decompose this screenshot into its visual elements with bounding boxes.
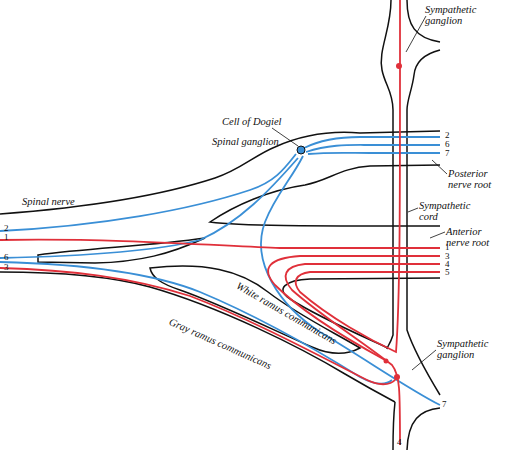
callout-number: 7 xyxy=(442,400,447,409)
leader-line xyxy=(432,160,447,174)
callout-number: 1 xyxy=(445,243,450,252)
red-fibre xyxy=(0,240,440,248)
nerve-outline xyxy=(283,278,440,348)
callout-number: 1 xyxy=(4,233,9,242)
blue-fibre xyxy=(0,154,296,231)
part-label: Sympathetic cord xyxy=(419,200,489,222)
nerve-outline xyxy=(210,165,440,226)
red-fibre xyxy=(0,268,396,384)
blue-fibre xyxy=(308,153,440,154)
red-fibre xyxy=(296,70,440,352)
cord-outline xyxy=(381,0,393,348)
callout-number: 6 xyxy=(445,140,450,149)
blue-fibre xyxy=(304,137,440,148)
part-label: Spinal ganglion xyxy=(212,136,302,147)
nerve-outlines xyxy=(0,0,440,450)
leader-line xyxy=(406,16,426,52)
ganglion-cell xyxy=(384,359,389,364)
blue-fibre xyxy=(0,158,298,258)
part-label: Spinal nerve xyxy=(22,196,102,207)
dogiel-cell xyxy=(297,146,305,154)
part-label: Anterior nerve root xyxy=(446,226,506,248)
part-label: Posterior nerve root xyxy=(448,168,506,190)
part-label: Sympathetic ganglion xyxy=(437,338,507,360)
leader-line xyxy=(412,350,436,370)
ganglion-cell xyxy=(394,374,400,380)
callout-number: 2 xyxy=(445,131,450,140)
callout-number: 7 xyxy=(445,149,450,158)
nerve-outline xyxy=(0,131,440,214)
callout-number: 6 xyxy=(4,253,9,262)
callout-number: 4 xyxy=(397,438,402,447)
callout-number: 5 xyxy=(445,268,450,277)
callout-number: 2 xyxy=(4,224,9,233)
red-fibre xyxy=(286,264,440,445)
blue-fibre xyxy=(306,145,440,152)
callout-number: 3 xyxy=(4,263,9,272)
cord-outline xyxy=(407,408,440,450)
part-label: Gray ramus communicans xyxy=(168,316,300,383)
part-label: Sympathetic ganglion xyxy=(425,4,505,26)
cord-outline xyxy=(407,50,440,395)
cord-outline xyxy=(393,402,395,450)
efferent-fibres xyxy=(0,0,440,445)
afferent-fibres xyxy=(0,137,440,405)
red-fibre xyxy=(399,0,401,70)
leader-line xyxy=(430,232,445,238)
blue-fibre xyxy=(261,156,440,405)
ganglion-cell xyxy=(396,63,402,69)
part-label: Cell of Dogiel xyxy=(222,116,312,127)
leader-line xyxy=(408,208,418,212)
